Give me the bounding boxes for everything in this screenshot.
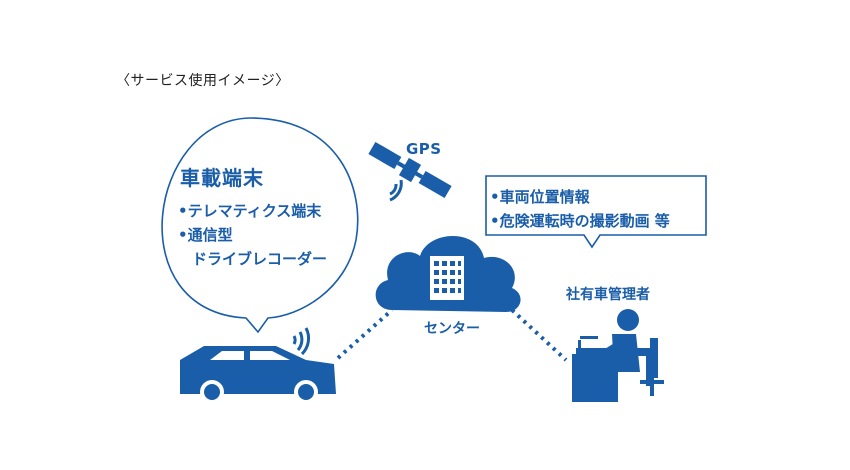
manager-label: 社有車管理者 [566, 287, 650, 303]
car-icon [180, 346, 336, 404]
connection-center-manager [510, 308, 568, 362]
diagram-title: 〈サービス使用イメージ〉 [116, 73, 290, 89]
terminal-item-dashcam: ドライブレコーダー [192, 250, 328, 268]
info-item-location: •車両位置情報 [490, 188, 590, 206]
terminal-heading: 車載端末 [180, 166, 264, 190]
terminal-item-telematics: •テレマティクス端末 [178, 202, 322, 220]
center-label: センター [424, 321, 480, 337]
info-item-video: •危険運転時の撮影動画 等 [490, 212, 670, 230]
connection-car-center [336, 308, 394, 360]
manager-at-desk-icon [572, 309, 664, 402]
info-callout-box [485, 175, 707, 249]
building-icon [430, 256, 464, 300]
satellite-signal-icon [389, 179, 403, 202]
satellite-icon [368, 141, 452, 199]
wifi-signal-icon [292, 327, 311, 356]
gps-label: GPS [406, 140, 442, 158]
terminal-item-comm: •通信型 [178, 226, 233, 244]
terminal-speech-bubble [161, 117, 359, 334]
